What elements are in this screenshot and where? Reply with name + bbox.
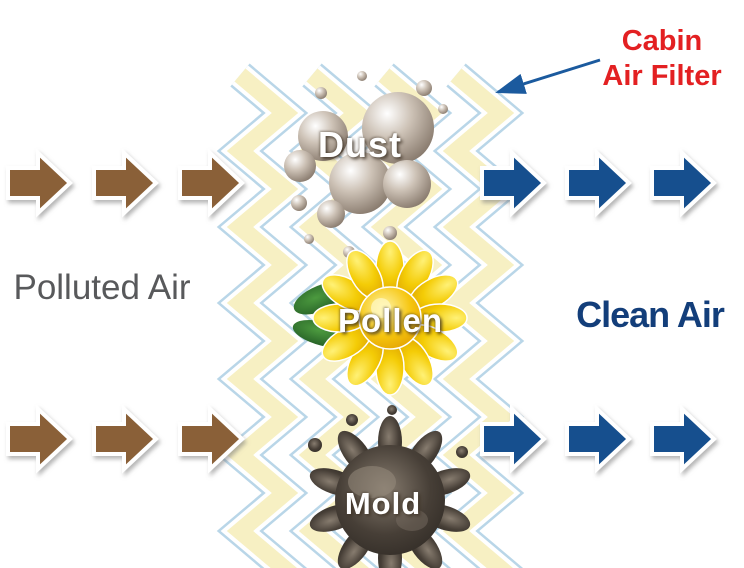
polluted-arrows-bottom-row xyxy=(6,407,244,471)
callout-pointer-arrow-icon xyxy=(495,58,601,94)
polluted-arrows-top-row xyxy=(6,151,244,215)
callout-line-2: Air Filter xyxy=(602,60,722,93)
polluted-arrow-icon xyxy=(6,151,72,215)
polluted-arrow-icon xyxy=(92,151,158,215)
cabin-air-filter-callout: Cabin Air Filter xyxy=(580,24,744,95)
clean-arrow-icon xyxy=(650,407,716,471)
pollen-flower xyxy=(292,240,468,396)
mold-label: Mold xyxy=(344,486,422,521)
clean-arrows-bottom-row xyxy=(480,407,716,471)
polluted-air-label: Polluted Air xyxy=(13,268,191,307)
dust-label: Dust xyxy=(318,124,402,165)
filter-band xyxy=(240,75,285,568)
clean-arrow-icon xyxy=(650,151,716,215)
dust-particles xyxy=(284,71,448,258)
callout-line-1: Cabin xyxy=(621,25,703,57)
pollen-label: Pollen xyxy=(337,302,444,339)
mold-splat xyxy=(308,405,471,568)
polluted-arrow-icon xyxy=(6,407,72,471)
clean-arrow-icon xyxy=(565,407,631,471)
polluted-arrow-icon xyxy=(92,407,158,471)
clean-arrow-icon xyxy=(565,151,631,215)
clean-air-label: Clean Air xyxy=(576,294,725,335)
clean-arrows-top-row xyxy=(480,151,716,215)
